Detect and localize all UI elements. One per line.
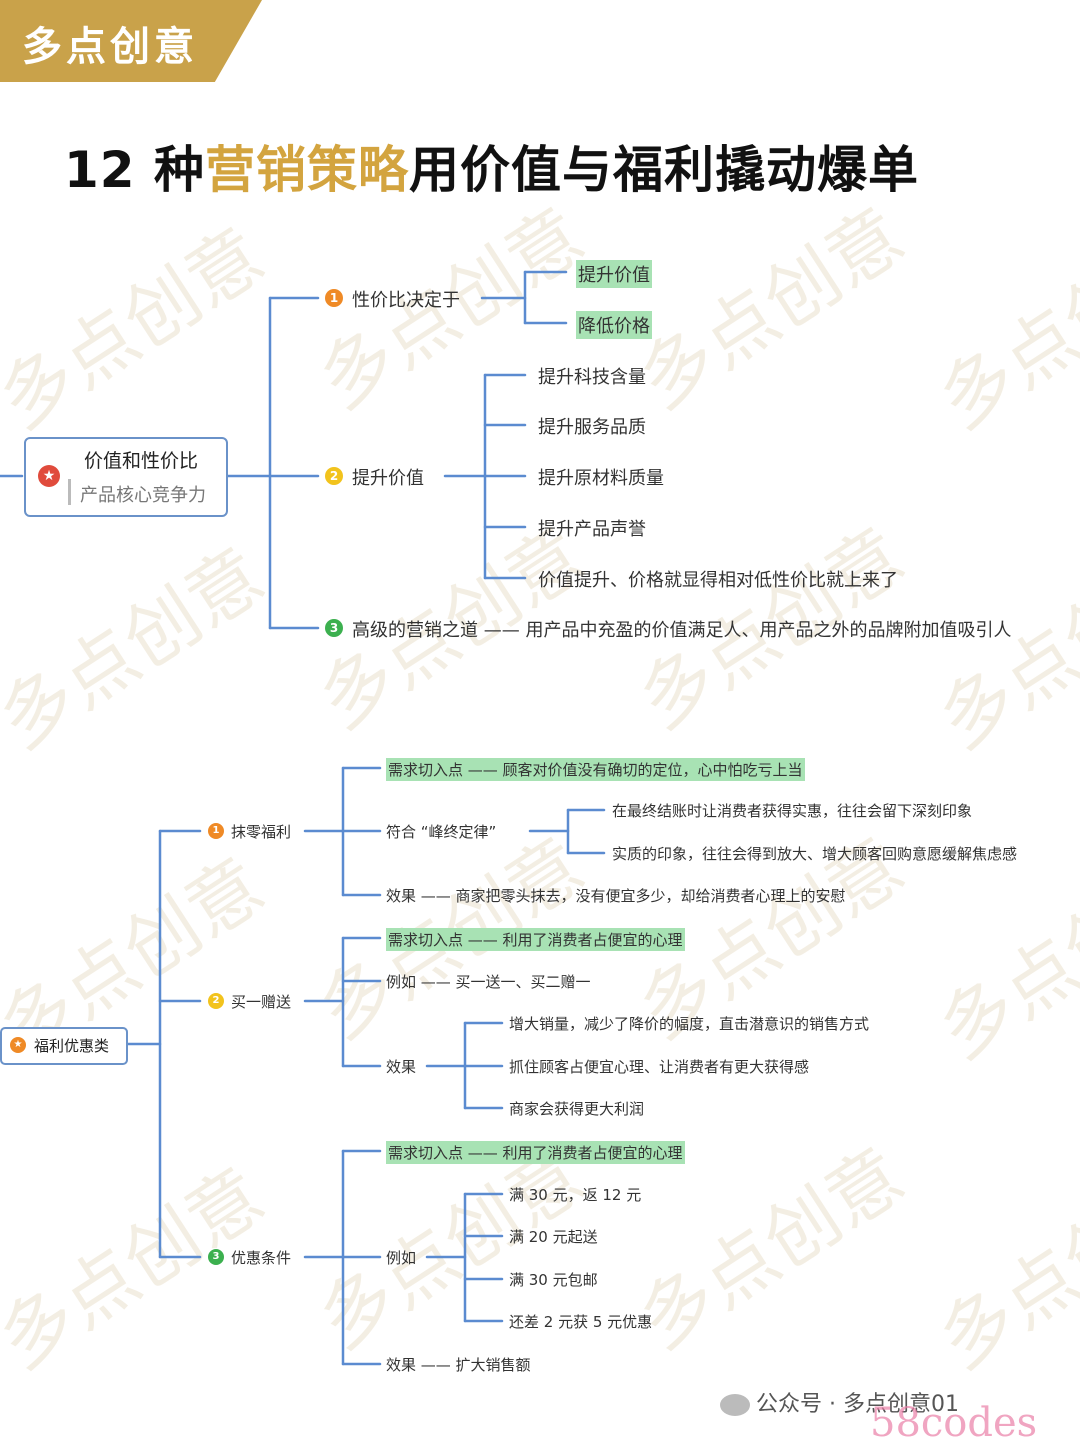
leaf-node: 效果 —— 商家把零头抹去，没有便宜多少，却给消费者心理上的安慰 <box>386 887 846 905</box>
number-2-icon: 2 <box>208 993 224 1009</box>
leaf-node: 抓住顾客占便宜心理、让消费者有更大获得感 <box>509 1058 810 1076</box>
number-1-icon: 1 <box>325 289 343 307</box>
corner-watermark: 58codes <box>870 1400 1038 1446</box>
title-prefix: 12 种 <box>64 141 205 199</box>
root-subtitle: 产品核心竞争力 <box>80 485 206 506</box>
leaf-node: 提升价值 <box>576 260 652 288</box>
number-1-icon: 1 <box>208 823 224 839</box>
leaf-node: 满 20 元起送 <box>509 1228 598 1246</box>
wechat-icon <box>720 1394 750 1416</box>
branch-label: 提升价值 <box>352 468 424 489</box>
leaf-node: 增大销量，减少了降价的幅度，直击潜意识的销售方式 <box>509 1015 870 1033</box>
number-2-icon: 2 <box>325 467 343 485</box>
brand-tag: 多点创意 <box>0 0 262 82</box>
leaf-node: 提升产品声誉 <box>538 519 646 540</box>
page-title: 12 种营销策略用价值与福利撬动爆单 <box>64 130 919 202</box>
branch-label: 优惠条件 <box>231 1249 292 1267</box>
leaf-node: 需求切入点 —— 利用了消费者占便宜的心理 <box>386 928 685 951</box>
leaf-node: 降低价格 <box>576 311 652 339</box>
leaf-node: 在最终结账时让消费者获得实惠，往往会留下深刻印象 <box>612 802 973 820</box>
brand-text: 多点创意 <box>22 23 198 70</box>
leaf-node: 满 30 元，返 12 元 <box>509 1186 642 1204</box>
footer-account-text: 公众号 · 多点创意01 <box>756 1392 959 1417</box>
root-node-value: ★ 价值和性价比 产品核心竞争力 <box>24 437 228 517</box>
leaf-node: 需求切入点 —— 顾客对价值没有确切的定位，心中怕吃亏上当 <box>386 758 805 781</box>
leaf-node: 需求切入点 —— 利用了消费者占便宜的心理 <box>386 1141 685 1164</box>
leaf-node: 商家会获得更大利润 <box>509 1100 645 1118</box>
leaf-node: 提升科技含量 <box>538 367 646 388</box>
star-icon: ★ <box>10 1037 26 1053</box>
branch-label: 性价比决定于 <box>352 290 460 311</box>
title-highlight: 营销策略 <box>205 141 409 199</box>
leaf-node: 符合 “峰终定律” <box>386 823 497 841</box>
title-suffix: 用价值与福利撬动爆单 <box>409 141 919 199</box>
footer-account: 公众号 · 多点创意01 <box>720 1386 959 1418</box>
leaf-node: 提升原材料质量 <box>538 468 664 489</box>
leaf-node: 还差 2 元获 5 元优惠 <box>509 1313 653 1331</box>
leaf-node: 效果 <box>386 1058 417 1076</box>
leaf-node: 提升服务品质 <box>538 417 646 438</box>
root-title: 福利优惠类 <box>34 1037 110 1055</box>
number-3-icon: 3 <box>325 619 343 637</box>
star-icon: ★ <box>38 465 60 487</box>
leaf-node: 效果 —— 扩大销售额 <box>386 1356 531 1374</box>
root-title: 价值和性价比 <box>84 450 199 472</box>
leaf-node: 例如 —— 买一送一、买二赠一 <box>386 973 591 991</box>
number-3-icon: 3 <box>208 1249 224 1265</box>
root-divider <box>68 479 71 505</box>
leaf-node: 例如 <box>386 1249 417 1267</box>
leaf-node: 实质的印象，往往会得到放大、增大顾客回购意愿缓解焦虑感 <box>612 845 1018 863</box>
root-node-welfare: ★ 福利优惠类 <box>0 1027 128 1065</box>
branch-label: 买一赠送 <box>231 993 292 1011</box>
leaf-node: 满 30 元包邮 <box>509 1271 598 1289</box>
branch-label: 抹零福利 <box>231 823 292 841</box>
leaf-node: 价值提升、价格就显得相对低性价比就上来了 <box>538 570 898 591</box>
branch-label: 高级的营销之道 —— 用产品中充盈的价值满足人、用产品之外的品牌附加值吸引人 <box>352 620 1012 641</box>
